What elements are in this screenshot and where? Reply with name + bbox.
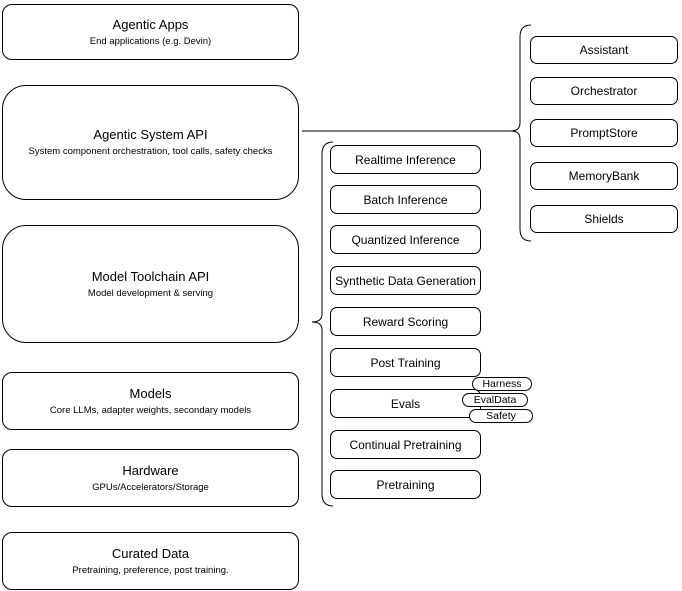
node-model-toolchain-api: Model Toolchain API Model development & … <box>2 225 299 343</box>
node-reward-scoring: Reward Scoring <box>330 307 481 336</box>
node-subtitle: Model development & serving <box>87 287 214 299</box>
node-memorybank: MemoryBank <box>530 162 678 190</box>
node-quantized-inference: Quantized Inference <box>330 225 481 254</box>
node-evals: Evals <box>330 389 481 418</box>
tag-evaldata: EvalData <box>462 393 528 407</box>
brace-system-components <box>510 24 532 242</box>
node-curated-data: Curated Data Pretraining, preference, po… <box>2 532 299 590</box>
node-title: Agentic Apps <box>112 16 189 32</box>
node-hardware: Hardware GPUs/Accelerators/Storage <box>2 449 299 507</box>
node-subtitle: Core LLMs, adapter weights, secondary mo… <box>49 404 252 416</box>
tag-harness: Harness <box>472 377 532 391</box>
tag-safety: Safety <box>469 409 533 423</box>
node-synthetic-data-generation: Synthetic Data Generation <box>330 266 481 295</box>
node-agentic-system-api: Agentic System API System component orch… <box>2 85 299 200</box>
node-title: Agentic System API <box>93 127 208 143</box>
node-subtitle: Pretraining, preference, post training. <box>72 564 229 576</box>
node-title: Hardware <box>122 462 179 478</box>
node-orchestrator: Orchestrator <box>530 77 678 105</box>
node-title: Curated Data <box>111 545 190 561</box>
node-post-training: Post Training <box>330 348 481 377</box>
node-subtitle: System component orchestration, tool cal… <box>28 146 273 158</box>
node-assistant: Assistant <box>530 36 678 64</box>
node-title: Models <box>129 385 172 401</box>
node-models: Models Core LLMs, adapter weights, secon… <box>2 372 299 430</box>
node-realtime-inference: Realtime Inference <box>330 145 481 174</box>
node-title: Model Toolchain API <box>91 268 210 284</box>
node-subtitle: GPUs/Accelerators/Storage <box>92 481 209 493</box>
node-promptstore: PromptStore <box>530 119 678 147</box>
node-pretraining: Pretraining <box>330 470 481 499</box>
node-batch-inference: Batch Inference <box>330 185 481 214</box>
node-agentic-apps: Agentic Apps End applications (e.g. Devi… <box>2 4 299 60</box>
node-shields: Shields <box>530 205 678 233</box>
node-continual-pretraining: Continual Pretraining <box>330 430 481 459</box>
node-subtitle: End applications (e.g. Devin) <box>89 35 212 47</box>
